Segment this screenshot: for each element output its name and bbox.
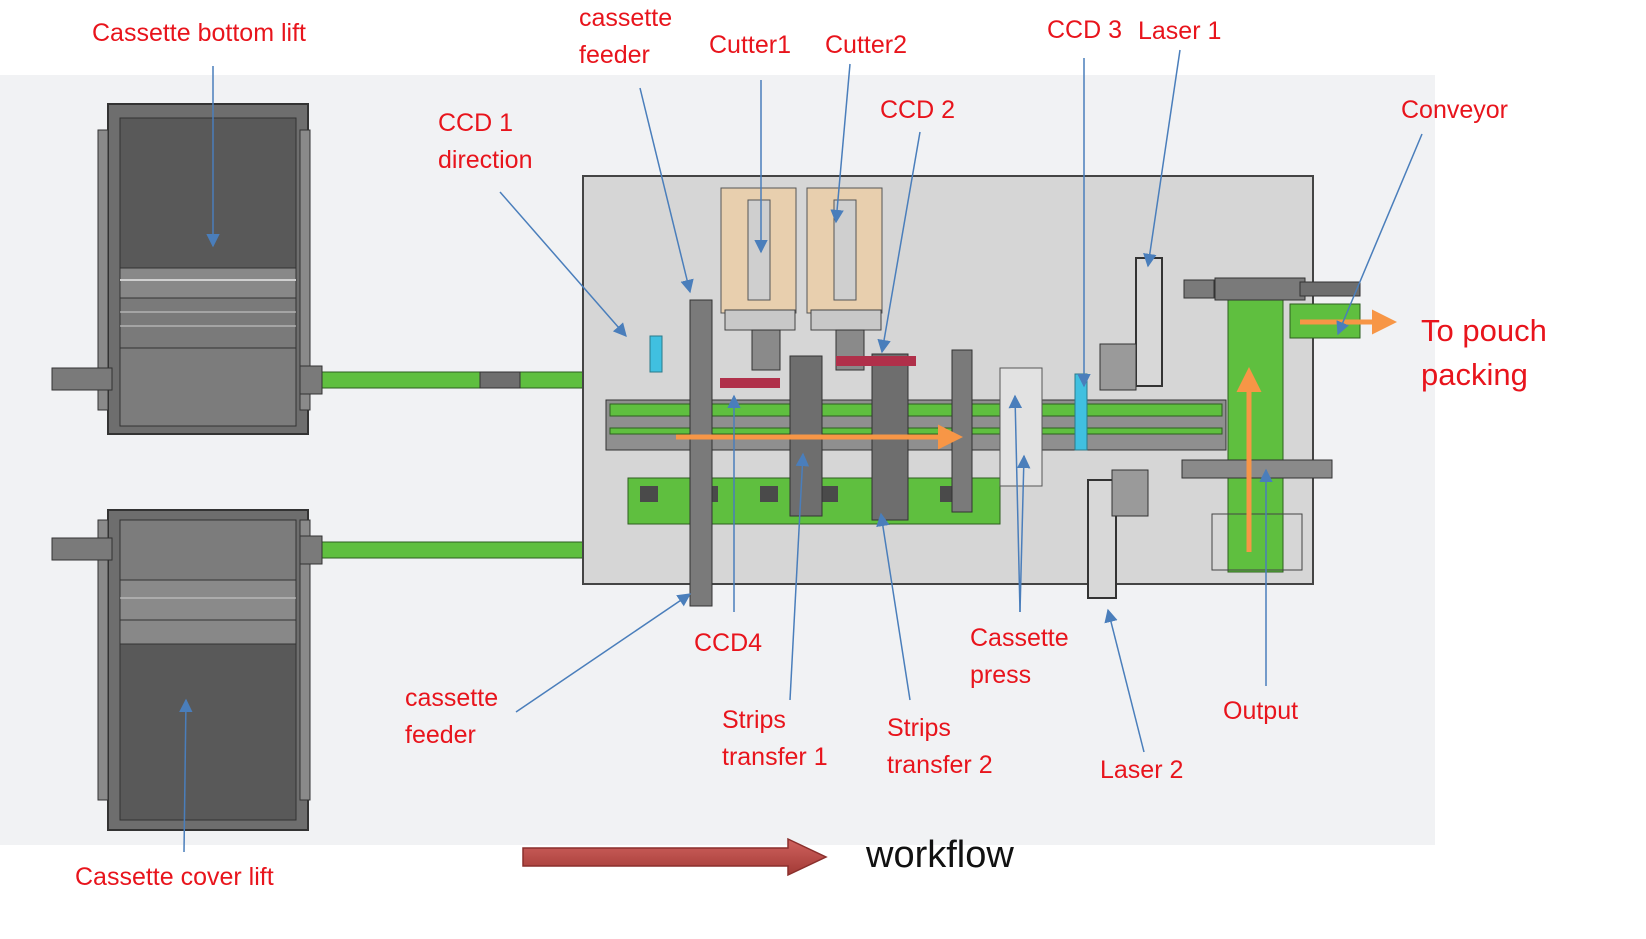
leader-cutter2 <box>830 63 851 224</box>
label-strips-transfer-1: Strips transfer 1 <box>722 706 828 771</box>
label-cassette-feeder-top: cassette feeder <box>579 4 673 69</box>
leader-cassette-press-b <box>1016 454 1031 613</box>
leader-cassette-feeder-top <box>639 87 694 294</box>
label-cutter2: Cutter2 <box>825 31 907 59</box>
cassette-cover-lift-unit <box>51 509 311 831</box>
label-cassette-press: Cassette press <box>970 624 1069 689</box>
laser-motor-2 <box>1111 469 1149 517</box>
laser-2-unit <box>1087 479 1117 599</box>
label-laser2: Laser 2 <box>1100 756 1184 784</box>
label-laser1: Laser 1 <box>1138 17 1222 45</box>
cutter-2-unit <box>806 187 883 371</box>
laser-motor-1 <box>1099 343 1137 391</box>
leader-ccd2 <box>877 131 921 354</box>
leader-laser1 <box>1143 49 1181 268</box>
label-cutter1: Cutter1 <box>709 31 791 59</box>
label-output: Output <box>1223 697 1299 725</box>
label-ccd4: CCD4 <box>694 629 763 657</box>
label-to-pouch-packing: To pouch packing <box>1421 313 1547 392</box>
output-unit <box>1181 277 1333 573</box>
leader-laser2 <box>1104 608 1145 753</box>
leader-cassette-press-a <box>1008 394 1023 613</box>
magenta-actuator-2 <box>836 356 916 366</box>
leader-cassette-cover-lift <box>179 698 193 853</box>
label-cassette-feeder-bottom: cassette feeder <box>405 684 499 749</box>
label-strips-transfer-2: Strips transfer 2 <box>887 714 993 779</box>
cassette-feeder-gantry <box>689 299 713 607</box>
label-ccd3: CCD 3 <box>1047 16 1123 44</box>
leader-ccd1-direction <box>499 191 627 338</box>
ccd-camera-3 <box>1074 373 1088 451</box>
workflow-arrow <box>522 837 828 877</box>
ccd-camera-1 <box>649 335 663 373</box>
label-conveyor: Conveyor <box>1401 96 1508 124</box>
magenta-actuator-1 <box>720 378 780 388</box>
cassette-bottom-lift-unit <box>51 103 311 435</box>
label-cassette-cover-lift: Cassette cover lift <box>75 863 274 891</box>
transfer-gantry-right <box>951 349 973 513</box>
cassette-press-unit <box>999 367 1043 487</box>
leader-conveyor <box>1336 133 1423 336</box>
legend-workflow-label: workflow <box>866 834 1014 876</box>
leader-cassette-feeder-bottom <box>515 593 692 713</box>
leader-lines <box>179 49 1423 853</box>
label-ccd1-direction: CCD 1 direction <box>438 109 533 174</box>
leader-strips-transfer-1 <box>789 452 810 701</box>
laser-1-unit <box>1135 257 1163 387</box>
label-ccd2: CCD 2 <box>880 96 956 124</box>
leader-strips-transfer-2 <box>876 512 911 701</box>
exit-conveyor <box>1289 281 1361 339</box>
label-cassette-bottom-lift: Cassette bottom lift <box>92 19 306 47</box>
